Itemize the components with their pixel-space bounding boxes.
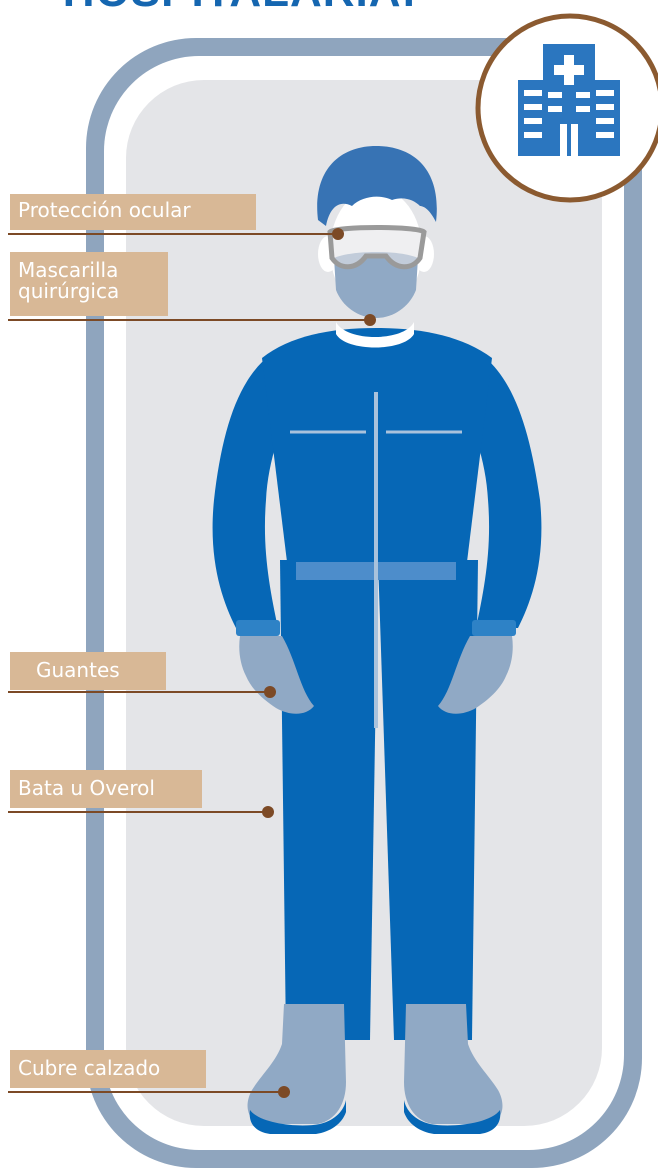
leader-mask-dot — [364, 314, 376, 326]
leader-gloves-dot — [264, 686, 276, 698]
label-gown: Bata u Overol — [10, 770, 202, 808]
leader-eye-dot — [332, 228, 344, 240]
label-eye-protection: Protección ocular — [10, 194, 256, 230]
left-leg — [280, 560, 378, 1040]
left-cuff — [236, 620, 280, 636]
leader-shoes-dot — [278, 1086, 290, 1098]
label-surgical-mask: Mascarilla quirúrgica — [10, 252, 168, 316]
label-gloves: Guantes — [10, 652, 166, 690]
right-cuff — [472, 620, 516, 636]
leader-gown-dot — [262, 806, 274, 818]
label-shoe-covers: Cubre calzado — [10, 1050, 206, 1088]
right-leg — [378, 560, 478, 1040]
hospital-badge — [478, 16, 658, 200]
